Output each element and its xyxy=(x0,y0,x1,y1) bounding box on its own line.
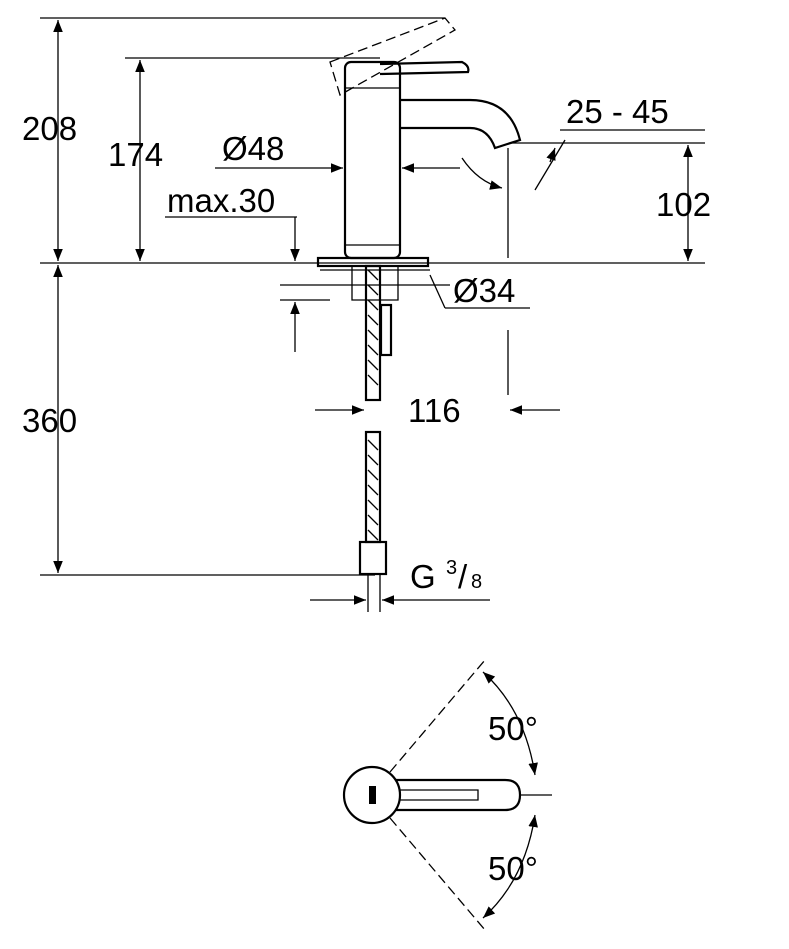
label-max-30: max.30 xyxy=(167,182,275,219)
dimension-116: 116 xyxy=(315,330,560,429)
dimension-diameter-48: Ø48 xyxy=(215,130,460,173)
reference-lines xyxy=(40,17,705,576)
dimension-max-30: max.30 xyxy=(165,182,300,352)
label-diameter-34: Ø34 xyxy=(453,272,515,309)
dimension-thread: G 3 / 8 xyxy=(310,557,490,605)
faucet-side-view xyxy=(280,17,530,612)
dimension-102: 102 xyxy=(510,142,711,261)
label-208: 208 xyxy=(22,110,77,147)
label-174: 174 xyxy=(108,136,163,173)
dimension-174: 174 xyxy=(108,60,163,261)
label-thread-denominator: 8 xyxy=(471,571,482,593)
label-lever-angle-bottom: 50° xyxy=(488,850,538,887)
label-102: 102 xyxy=(656,186,711,223)
dimension-208: 208 xyxy=(22,20,77,261)
label-116: 116 xyxy=(408,392,461,429)
label-360: 360 xyxy=(22,402,77,439)
faucet-top-view: 50° 50° xyxy=(342,659,552,931)
label-spout-angle: 25 - 45 xyxy=(566,93,669,130)
label-thread-numerator: 3 xyxy=(446,557,457,579)
label-diameter-48: Ø48 xyxy=(222,130,284,167)
dimension-360: 360 xyxy=(22,265,77,573)
fraction-slash: / xyxy=(458,558,468,595)
dimension-spout-angle: 25 - 45 xyxy=(461,93,705,191)
label-thread-g: G xyxy=(410,558,436,595)
label-lever-angle-top: 50° xyxy=(488,710,538,747)
